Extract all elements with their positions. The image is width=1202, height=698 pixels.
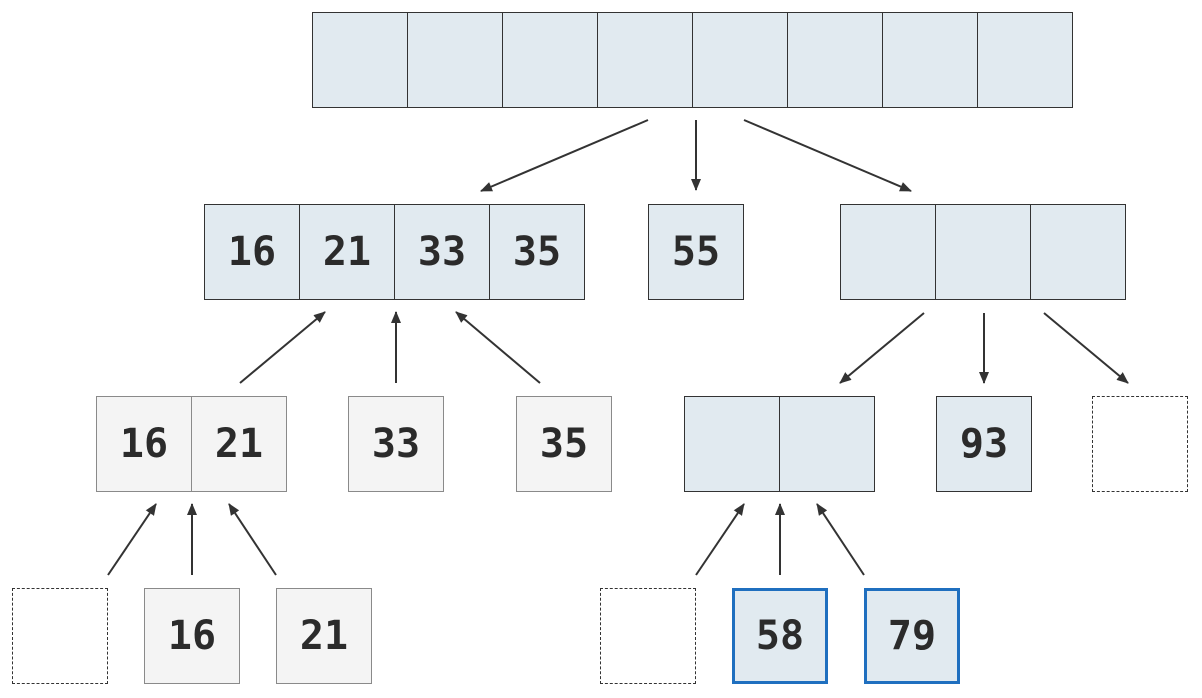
empty-cell [12,588,108,684]
node-cell: 33 [348,396,444,492]
level3-16-node: 16 [144,588,240,684]
node-cell: 16 [204,204,300,300]
node-cell: 21 [299,204,395,300]
node-cell: 16 [96,396,192,492]
node-cell: 33 [394,204,490,300]
node-cell [840,204,936,300]
node-cell: 35 [516,396,612,492]
edge-root-to-left [480,119,649,192]
root-cell [692,12,788,108]
root-cell [597,12,693,108]
level3-79-node: 79 [864,588,960,684]
edge-pair-up [239,311,326,384]
root-cell [407,12,503,108]
empty-cell [600,588,696,684]
level2-35-node: 35 [516,396,612,492]
root-cell [977,12,1073,108]
root-cell [787,12,883,108]
root-node [312,12,1073,108]
level2-right-pair-node [684,396,875,492]
root-cell [882,12,978,108]
empty-cell [1092,396,1188,492]
root-cell [312,12,408,108]
level2-empty-slot [1092,396,1188,492]
node-cell [935,204,1031,300]
level1-left-node: 16 21 33 35 [204,204,585,300]
node-cell: 21 [276,588,372,684]
edge-right-to-empty [1043,312,1129,384]
edge-79-up [816,503,865,576]
edge-right-to-pair [839,312,925,384]
edge-35-up [455,311,541,384]
edge-empty-left-up [107,503,157,576]
level3-empty-right-slot [600,588,696,684]
level1-middle-node: 55 [648,204,744,300]
edge-21-up [228,503,277,576]
level3-empty-left-slot [12,588,108,684]
node-cell [684,396,780,492]
node-cell [1030,204,1126,300]
edge-empty-right-up [695,503,745,576]
level2-93-node: 93 [936,396,1032,492]
level2-33-node: 33 [348,396,444,492]
level3-58-node: 58 [732,588,828,684]
node-cell: 55 [648,204,744,300]
node-cell: 21 [191,396,287,492]
node-cell: 35 [489,204,585,300]
node-cell: 93 [936,396,1032,492]
edge-root-to-right [743,119,912,192]
highlighted-cell: 79 [864,588,960,684]
node-cell: 16 [144,588,240,684]
root-cell [502,12,598,108]
level2-left-pair-node: 16 21 [96,396,287,492]
highlighted-cell: 58 [732,588,828,684]
node-cell [779,396,875,492]
level3-21-node: 21 [276,588,372,684]
level1-right-node [840,204,1126,300]
